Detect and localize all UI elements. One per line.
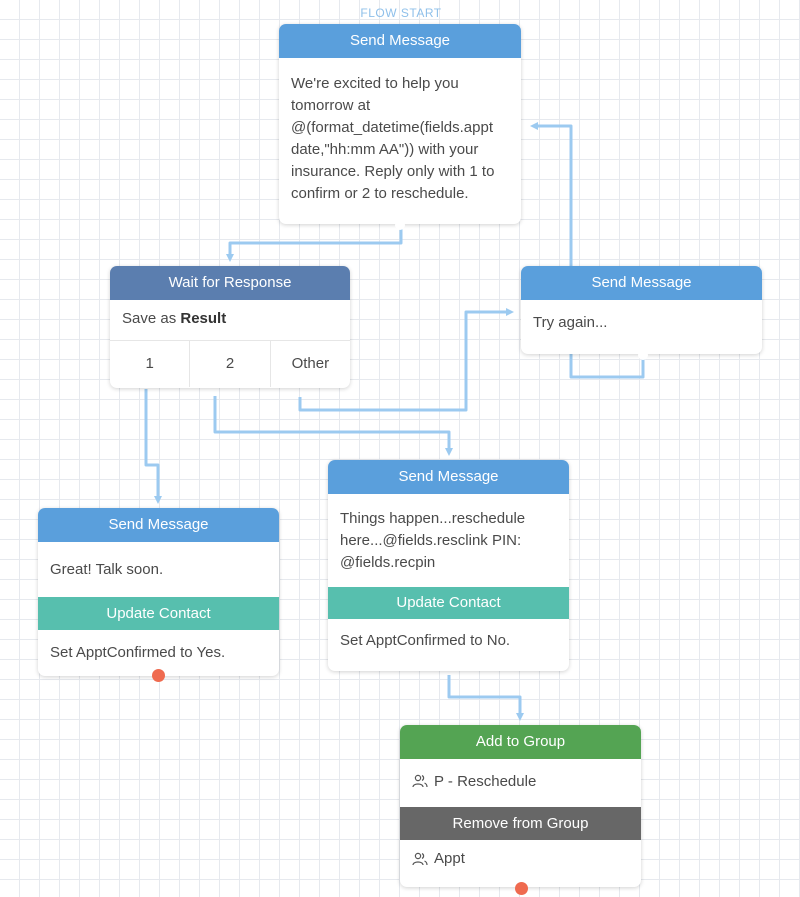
node-groups[interactable]: Add to Group P - Reschedule Remove from … [400,725,641,887]
update-contact-text: Set ApptConfirmed to Yes. [50,644,226,661]
exit-dot-unconnected[interactable] [515,882,528,895]
remove-group-name: Appt [434,850,465,867]
update-contact-header[interactable]: Update Contact [38,597,279,630]
group-icon [412,852,428,865]
group-icon [412,774,428,788]
connector-case2-to-reschedule [213,396,453,456]
case-list: 1 2 Other [110,340,350,387]
node-wait-for-response[interactable]: Wait for Response Save as Result 1 2 Oth… [110,266,350,388]
node-reschedule-message[interactable]: Send Message Things happen...reschedule … [328,460,569,671]
message-text: Try again... [533,314,608,331]
case-1[interactable]: 1 [110,341,191,387]
update-contact-header[interactable]: Update Contact [328,587,569,619]
message-text: Things happen...reschedule here...@field… [340,510,526,571]
connector-reschedule-to-group [447,675,524,721]
remove-group-row: Appt [400,840,641,879]
add-to-group-header[interactable]: Add to Group [400,725,641,759]
case-2[interactable]: 2 [190,341,271,387]
message-text: Great! Talk soon. [50,561,164,578]
connector-case1-to-great [144,389,162,504]
node-great-message[interactable]: Send Message Great! Talk soon. Update Co… [38,508,279,676]
update-contact-text: Set ApptConfirmed to No. [340,632,511,649]
send-message-header[interactable]: Send Message [38,508,279,542]
exit-dot-unconnected[interactable] [152,669,165,682]
exit-handle[interactable] [638,350,648,360]
send-message-header[interactable]: Send Message [328,460,569,494]
save-as-label: Save as [122,310,177,327]
send-message-header[interactable]: Send Message [521,266,762,300]
remove-from-group-header[interactable]: Remove from Group [400,807,641,840]
save-as-row: Save as Result [110,300,350,340]
result-variable: Result [180,310,227,327]
add-group-row: P - Reschedule [400,759,641,807]
case-other[interactable]: Other [291,355,330,372]
flow-start-label: FLOW START [360,6,442,20]
send-message-header[interactable]: Send Message [279,24,521,58]
message-text: We're excited to help you tomorrow at @(… [291,75,495,202]
wait-for-response-header[interactable]: Wait for Response [110,266,350,300]
exit-handle[interactable] [395,220,405,230]
connector-confirm-to-wait [226,224,403,262]
node-confirm-message[interactable]: Send Message We're excited to help you t… [279,24,521,230]
node-try-again[interactable]: Send Message Try again... [521,266,762,360]
add-group-name: P - Reschedule [434,772,537,790]
